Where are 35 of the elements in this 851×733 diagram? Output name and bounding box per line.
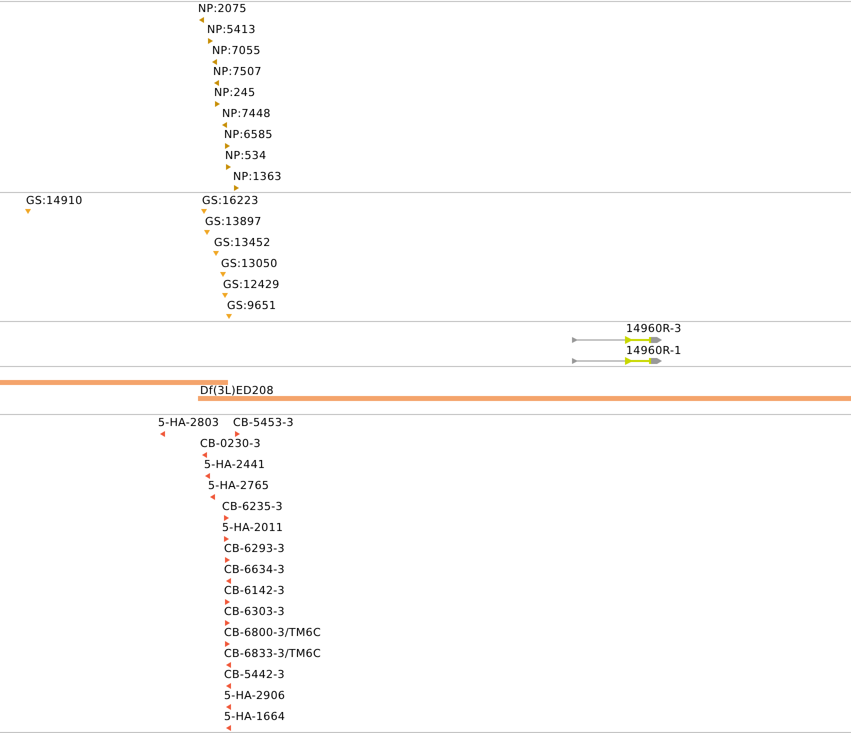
feature-label: NP:7448	[222, 107, 271, 120]
feature-label: Df(3L)ED208	[200, 384, 274, 397]
feature-label: GS:13050	[221, 257, 278, 270]
feature-label: NP:7507	[213, 65, 262, 78]
feature-label: CB-6142-3	[224, 584, 285, 597]
feature-label: GS:12429	[223, 278, 280, 291]
feature-label: NP:2075	[198, 2, 247, 15]
feature-label: 5-HA-2906	[224, 689, 286, 702]
feature-label: NP:1363	[233, 170, 282, 183]
feature-label: 5-HA-2765	[208, 479, 270, 492]
feature-label: CB-6800-3/TM6C	[224, 626, 321, 639]
feature-label: GS:14910	[26, 194, 83, 207]
feature-label: 5-HA-1664	[224, 710, 286, 723]
feature-label: CB-6293-3	[224, 542, 285, 555]
feature-label: NP:5413	[207, 23, 256, 36]
feature-label: 5-HA-2803	[158, 416, 220, 429]
feature-label: CB-5453-3	[233, 416, 294, 429]
feature-label: NP:534	[225, 149, 266, 162]
feature-label: NP:245	[214, 86, 256, 99]
feature-label: 14960R-3	[626, 322, 682, 335]
feature-label: CB-5442-3	[224, 668, 285, 681]
feature-label: GS:13897	[205, 215, 262, 228]
feature-label: CB-6833-3/TM6C	[224, 647, 321, 660]
feature-label: NP:6585	[224, 128, 273, 141]
feature-label: GS:16223	[202, 194, 259, 207]
feature-label: 5-HA-2011	[222, 521, 284, 534]
feature-label: CB-6303-3	[224, 605, 285, 618]
feature-label: GS:13452	[214, 236, 271, 249]
feature-label: 14960R-1	[626, 344, 682, 357]
feature-label: CB-0230-3	[200, 437, 261, 450]
feature-label: NP:7055	[212, 44, 261, 57]
feature-label: GS:9651	[227, 299, 276, 312]
feature-label: 5-HA-2441	[204, 458, 266, 471]
feature-label: CB-6235-3	[222, 500, 283, 513]
feature-label: CB-6634-3	[224, 563, 285, 576]
